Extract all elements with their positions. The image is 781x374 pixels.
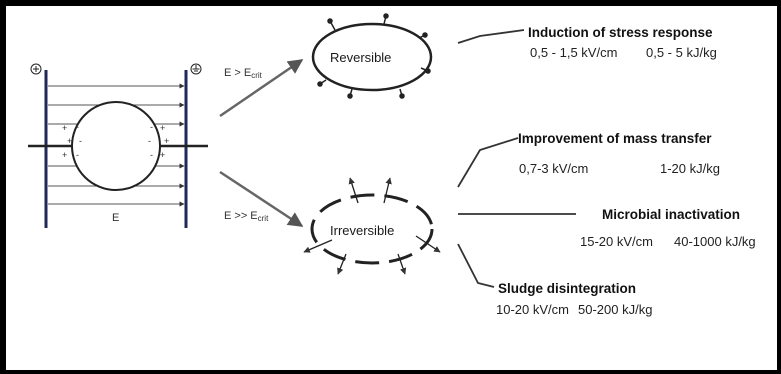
arrow-label-upper-sub: crit <box>251 71 262 80</box>
svg-text:+: + <box>67 136 72 146</box>
svg-text:-: - <box>76 150 79 160</box>
application-energy: 0,5 - 5 kJ/kg <box>646 45 717 60</box>
positive-terminal-icon <box>30 63 42 75</box>
application-field: 10-20 kV/cm <box>496 302 569 317</box>
arrow-label-lower: E >> Ecrit <box>224 210 268 223</box>
biological-cell <box>71 101 161 191</box>
field-cell: +++ --- +++ --- <box>28 63 208 228</box>
svg-text:+: + <box>160 123 165 133</box>
rupture-arrows <box>303 177 441 275</box>
application-field: 0,5 - 1,5 kV/cm <box>530 45 618 60</box>
application-energy: 1-20 kJ/kg <box>660 161 720 176</box>
svg-text:-: - <box>150 122 153 132</box>
application-title: Improvement of mass transfer <box>518 131 712 146</box>
application-title: Microbial inactivation <box>602 207 741 222</box>
pore-marks <box>317 13 431 99</box>
leader-sludge <box>457 243 495 288</box>
svg-text:-: - <box>76 122 79 132</box>
svg-text:+: + <box>62 123 67 133</box>
leader-stress <box>457 29 525 44</box>
leader-lines <box>457 29 576 288</box>
reversible-state <box>311 13 433 99</box>
svg-text:+: + <box>62 150 67 160</box>
field-label: E <box>112 212 120 224</box>
svg-text:-: - <box>148 136 151 146</box>
reversible-label: Reversible <box>330 50 392 65</box>
svg-text:-: - <box>150 150 153 160</box>
arrow-label-upper: E > Ecrit <box>224 67 262 80</box>
application-energy: 50-200 kJ/kg <box>578 302 653 317</box>
application-field: 0,7-3 kV/cm <box>519 161 589 176</box>
application-title: Induction of stress response <box>528 25 713 40</box>
irreversible-state <box>303 177 441 275</box>
arrow-to-irreversible <box>219 170 304 228</box>
application-energy: 40-1000 kJ/kg <box>674 234 756 249</box>
svg-text:-: - <box>79 136 82 146</box>
ground-terminal-icon <box>190 63 202 75</box>
irreversible-label: Irreversible <box>330 223 395 238</box>
application-field: 15-20 kV/cm <box>580 234 653 249</box>
arrow-label-upper-base: E > E <box>224 67 252 79</box>
application-title: Sludge disintegration <box>498 281 637 296</box>
svg-text:+: + <box>164 136 169 146</box>
arrow-label-lower-sub: crit <box>257 214 269 223</box>
arrow-to-reversible <box>219 58 304 118</box>
leader-mass-transfer <box>457 137 519 188</box>
svg-text:+: + <box>160 150 165 160</box>
arrow-label-lower-base: E >> E <box>224 210 258 222</box>
membrane-charges: +++ --- +++ --- <box>62 122 169 160</box>
